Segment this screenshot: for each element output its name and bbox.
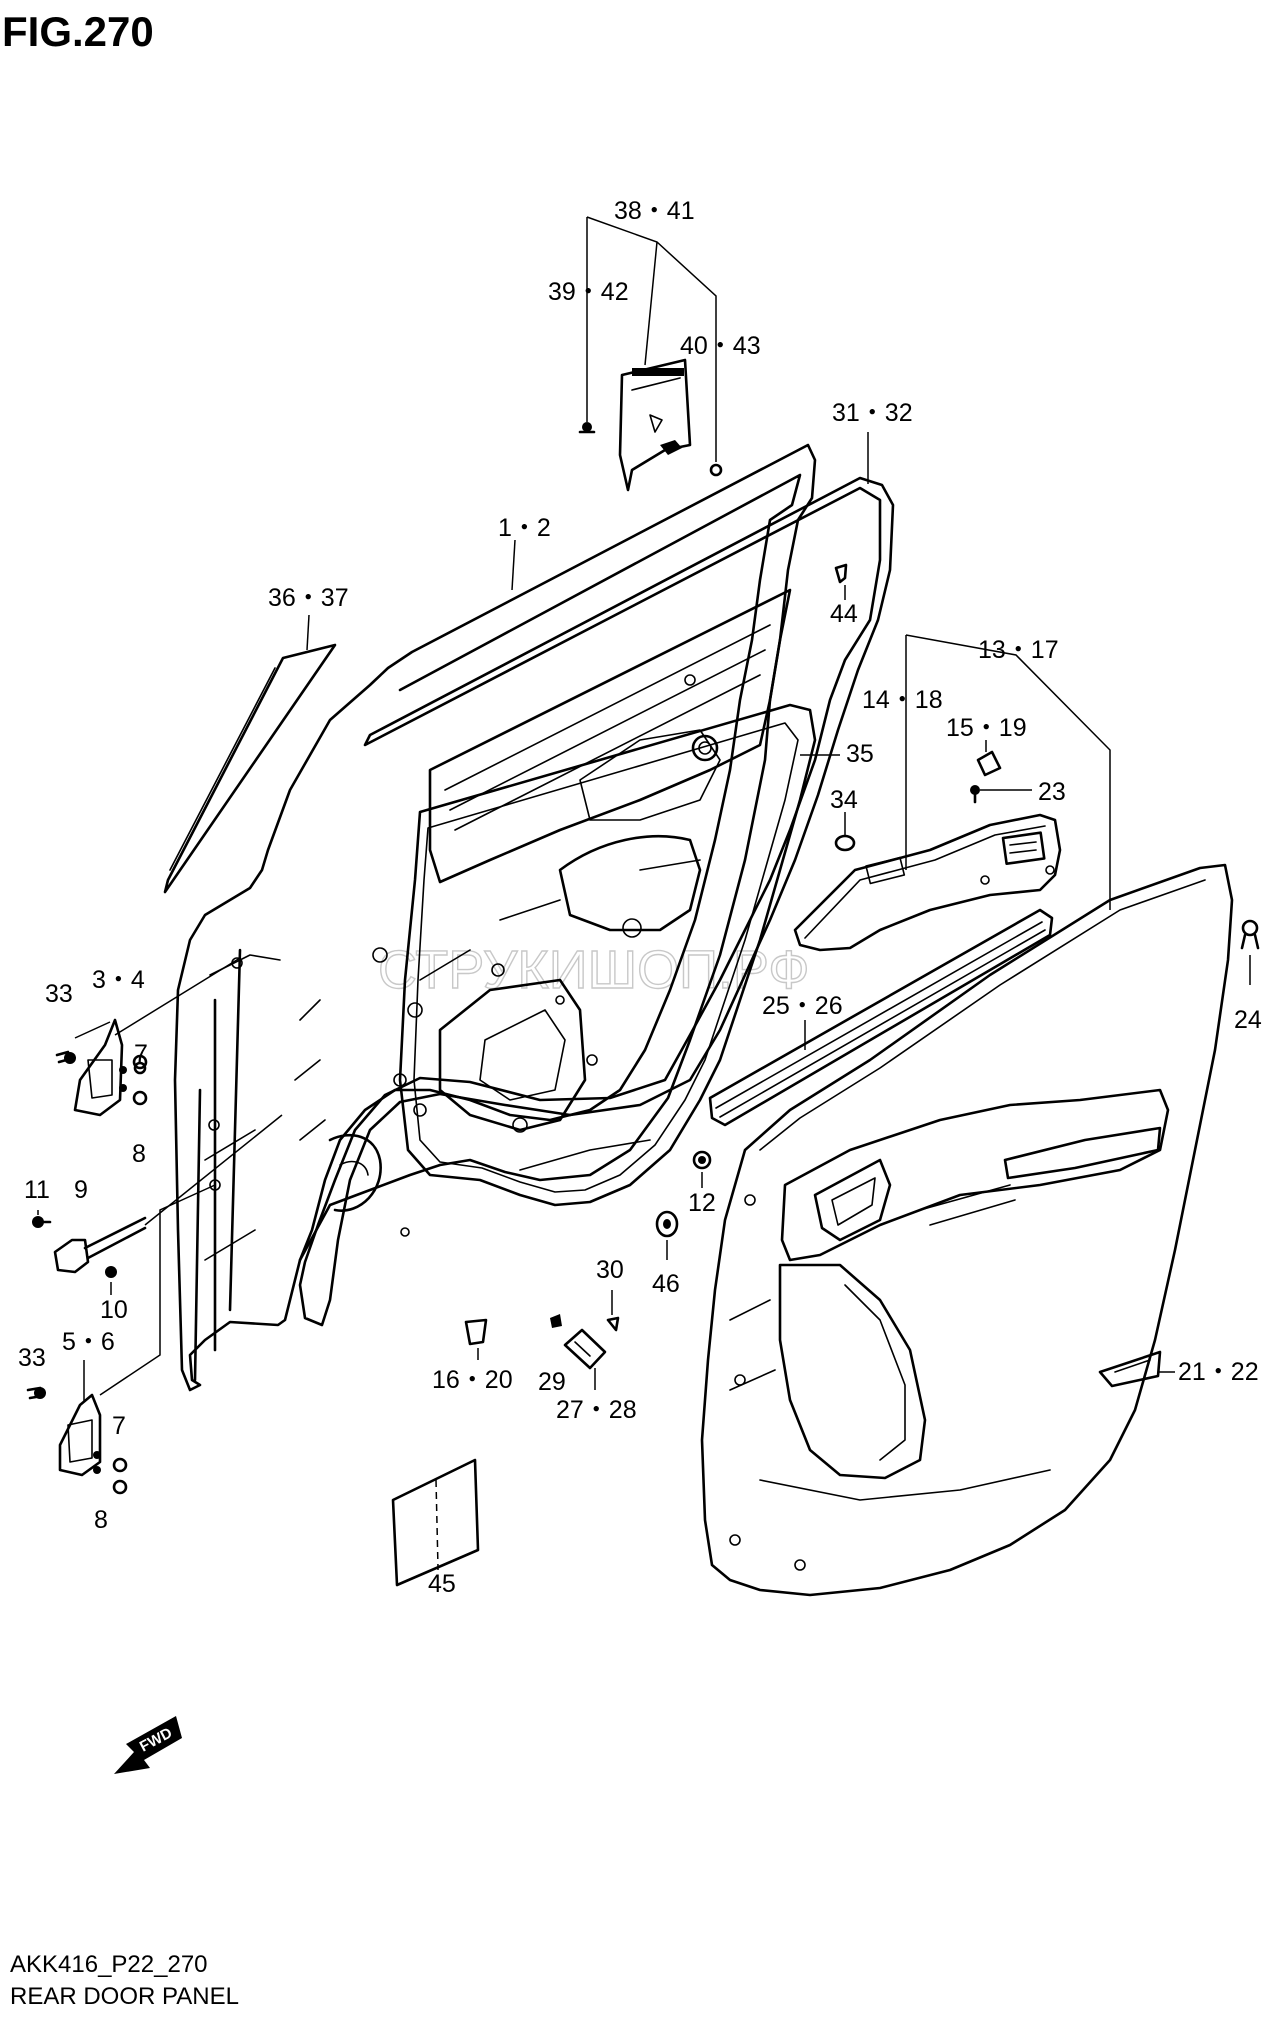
callout-labels: 38・41 39・42 40・43 31・32 1・2 44 36・37 13・… bbox=[18, 197, 1262, 1598]
callout-44: 44 bbox=[830, 600, 858, 628]
callout-38-41: 38・41 bbox=[614, 197, 695, 225]
callout-21-22: 21・22 bbox=[1178, 1358, 1259, 1386]
callout-13-17: 13・17 bbox=[978, 636, 1059, 664]
callout-11: 11 bbox=[24, 1176, 50, 1204]
upper-hinge bbox=[55, 1018, 148, 1117]
callout-27-28: 27・28 bbox=[556, 1396, 637, 1424]
callout-36-37: 36・37 bbox=[268, 584, 349, 612]
callout-7-upper: 7 bbox=[134, 1040, 148, 1068]
fwd-arrow-icon: FWD bbox=[114, 1716, 182, 1774]
callout-15-19: 15・19 bbox=[946, 714, 1027, 742]
callout-31-32: 31・32 bbox=[832, 399, 913, 427]
callout-46: 46 bbox=[652, 1270, 680, 1298]
callout-24: 24 bbox=[1234, 1006, 1262, 1034]
clip-44 bbox=[834, 563, 848, 584]
door-weatherstrip bbox=[298, 476, 895, 1327]
callout-40-43: 40・43 bbox=[680, 332, 761, 360]
window-switch-bezel bbox=[793, 813, 1062, 952]
clip-24 bbox=[1240, 919, 1260, 950]
callout-1-2: 1・2 bbox=[498, 514, 551, 542]
figure-title: FIG.270 bbox=[2, 8, 154, 55]
clip-21-22 bbox=[1098, 1350, 1162, 1388]
callout-14-18: 14・18 bbox=[862, 686, 943, 714]
diagram-name: REAR DOOR PANEL bbox=[10, 1983, 239, 2010]
callout-8-lower: 8 bbox=[94, 1506, 108, 1534]
diagram-code: AKK416_P22_270 bbox=[10, 1951, 208, 1978]
callout-45: 45 bbox=[428, 1570, 456, 1598]
pillar-garnish bbox=[618, 358, 692, 492]
door-check bbox=[32, 1216, 147, 1278]
callout-16-20: 16・20 bbox=[432, 1366, 513, 1394]
nut-7-8-upper bbox=[133, 1061, 147, 1075]
sealing-sheet bbox=[391, 1458, 480, 1587]
screw-23 bbox=[970, 785, 980, 804]
sash-trim-strip bbox=[163, 643, 337, 894]
grommet-46 bbox=[655, 1210, 679, 1238]
callout-34: 34 bbox=[830, 786, 858, 814]
callout-8-upper: 8 bbox=[132, 1140, 146, 1168]
callout-7-lower: 7 bbox=[112, 1412, 126, 1440]
clip-15-19 bbox=[976, 750, 1002, 777]
callout-39-42: 39・42 bbox=[548, 278, 629, 306]
bracket-27-28 bbox=[563, 1328, 607, 1370]
callout-29: 29 bbox=[538, 1368, 566, 1396]
inner-door-seal bbox=[398, 703, 817, 1207]
callout-12: 12 bbox=[688, 1189, 716, 1217]
callout-9: 9 bbox=[74, 1176, 88, 1204]
callout-5-6: 5・6 bbox=[62, 1328, 115, 1356]
callout-10: 10 bbox=[100, 1296, 128, 1324]
plug-34 bbox=[834, 834, 856, 852]
callout-33-upper: 33 bbox=[45, 980, 73, 1008]
leader-lines bbox=[37, 216, 1251, 1570]
clip-16-20 bbox=[464, 1318, 488, 1346]
clip-40-43 bbox=[709, 463, 723, 477]
clip-29 bbox=[550, 1314, 562, 1328]
clip-30 bbox=[606, 1316, 620, 1332]
callout-33-lower: 33 bbox=[18, 1344, 46, 1372]
door-trim-panel bbox=[700, 863, 1234, 1597]
callout-3-4: 3・4 bbox=[92, 966, 145, 994]
clip-39-42 bbox=[578, 422, 596, 434]
callout-30: 30 bbox=[596, 1256, 624, 1284]
watermark-text: СТРУКИШОП.РФ bbox=[378, 940, 809, 1000]
callout-25-26: 25・26 bbox=[762, 992, 843, 1020]
plug-12 bbox=[692, 1150, 712, 1170]
belt-molding bbox=[708, 908, 1054, 1127]
lower-hinge bbox=[26, 1386, 128, 1495]
callout-23: 23 bbox=[1038, 778, 1066, 806]
callout-35: 35 bbox=[846, 740, 874, 768]
